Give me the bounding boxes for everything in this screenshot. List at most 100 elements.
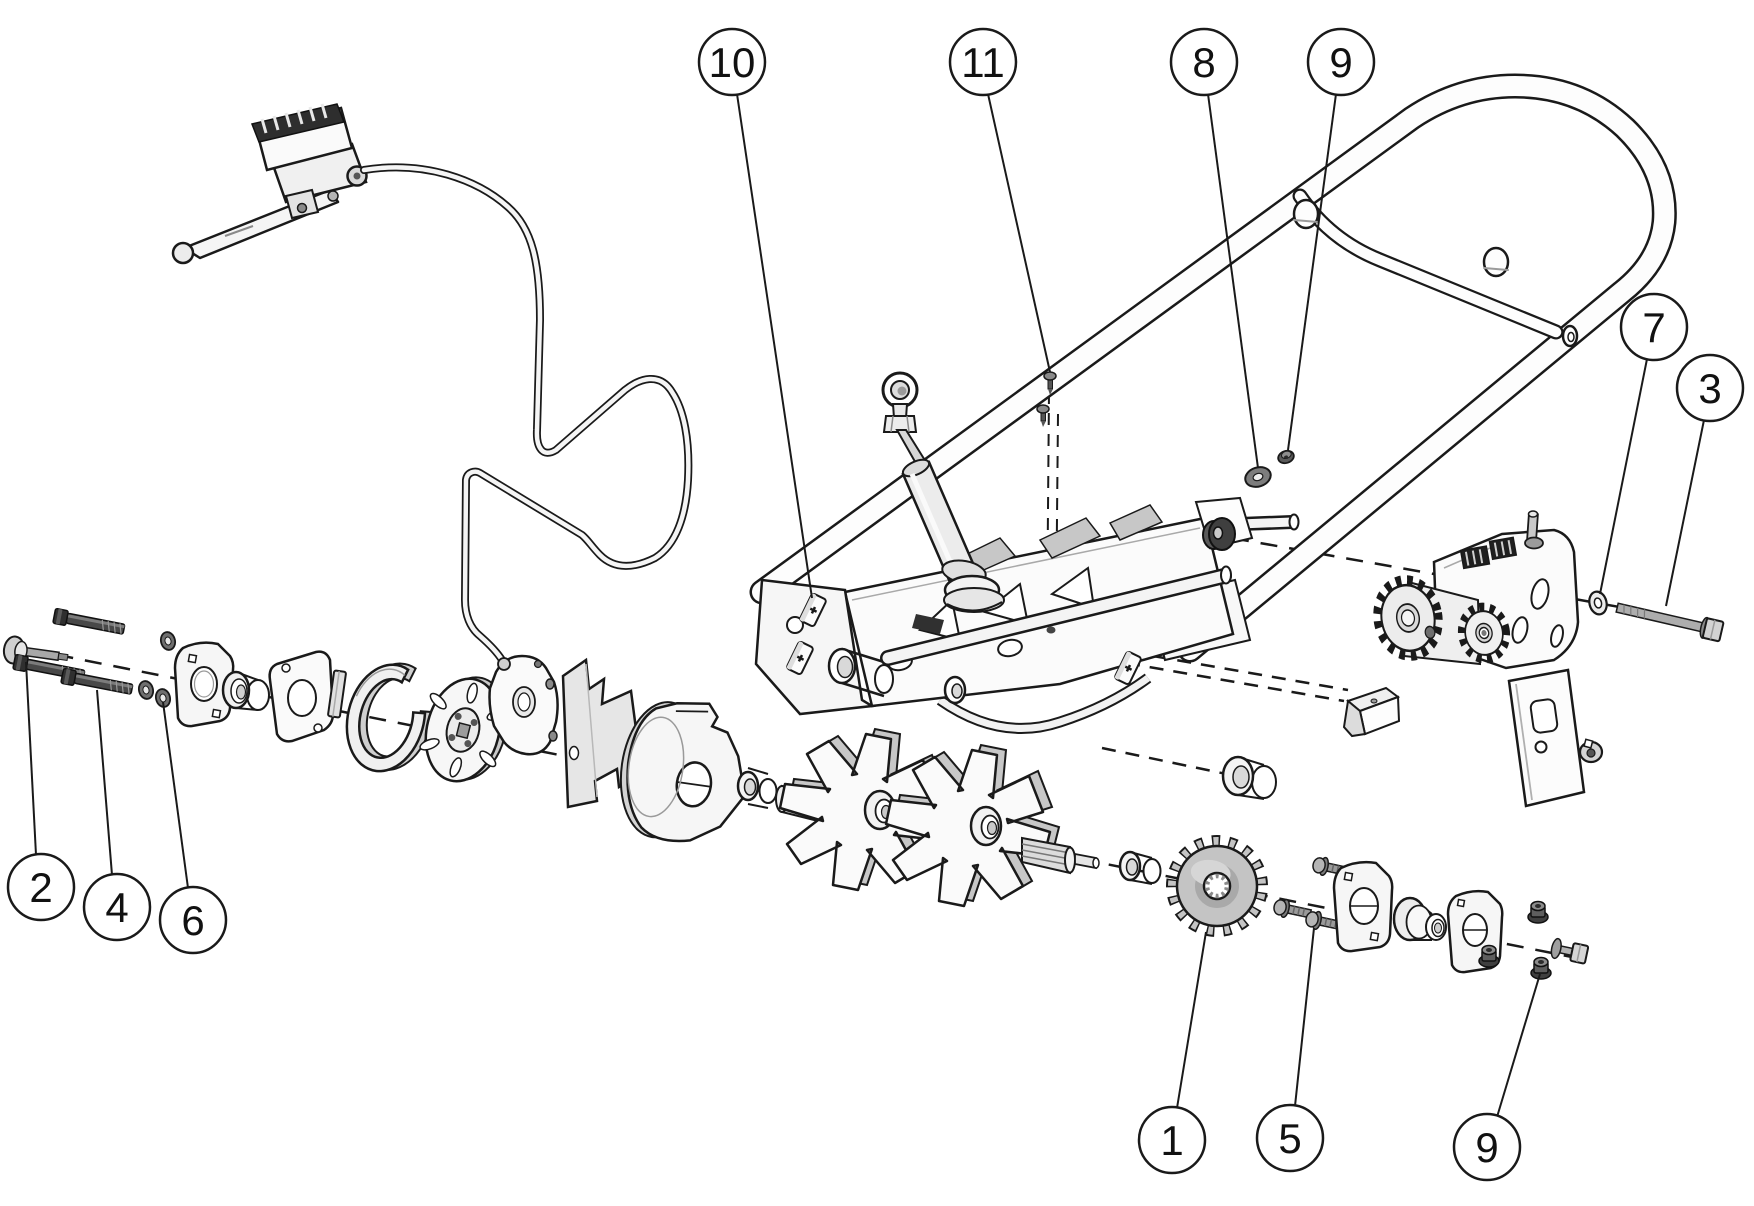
mounting-clips — [786, 593, 1142, 685]
callout-8: 8 — [1169, 27, 1259, 469]
subframe-gusset-2 — [1038, 517, 1102, 559]
callout-number: 7 — [1642, 304, 1665, 351]
caliper-pin-2 — [548, 730, 558, 742]
callout-leader — [162, 701, 189, 889]
subframe-pivot-lug — [943, 675, 967, 705]
callout-circle — [1255, 1103, 1325, 1173]
rubber-bumper — [1202, 517, 1236, 551]
right-axle-parts — [1118, 755, 1590, 980]
wedge-axis-a — [1129, 650, 1349, 692]
brake-lever-assembly — [171, 103, 368, 265]
clamp-bolt — [296, 202, 308, 214]
brake-hose — [360, 163, 693, 664]
left-axle-parts — [2, 607, 778, 843]
bleed-screw — [533, 659, 543, 669]
bearing-left — [221, 670, 270, 711]
callout-circle — [697, 27, 767, 97]
callout-circle — [1169, 27, 1239, 97]
lever-ball-end — [171, 241, 195, 265]
spacer-bushing — [1221, 755, 1277, 800]
callout-11: 11 — [948, 27, 1051, 373]
lever-pivot-bolt — [327, 190, 339, 202]
frame-grommet — [1561, 324, 1579, 348]
screw-pilot-hole — [1046, 626, 1056, 634]
callout-10: 10 — [697, 27, 813, 599]
flange-plate-left — [173, 641, 235, 728]
jackshaft-bolt — [1615, 602, 1725, 643]
wedge-spacer — [1342, 686, 1401, 738]
subframe-gusset-3 — [1108, 504, 1164, 541]
callout-6: 6 — [158, 701, 228, 955]
callout-number: 1 — [1160, 1117, 1183, 1164]
callout-3: 3 — [1665, 353, 1745, 607]
callout-leader — [96, 689, 113, 876]
callout-circle — [1452, 1112, 1522, 1182]
callout-leader — [1496, 973, 1541, 1118]
flat-washer-3 — [154, 688, 172, 708]
brake-rotor — [419, 676, 508, 783]
callout-number: 6 — [181, 897, 204, 944]
callout-leader — [1599, 358, 1648, 595]
spline-right — [1021, 836, 1100, 875]
callout-circle — [1675, 353, 1745, 423]
hex-bolt-3 — [60, 667, 134, 695]
frame-fasteners — [1244, 449, 1295, 488]
callout-leader — [1207, 93, 1259, 469]
callout-number: 5 — [1278, 1115, 1301, 1162]
callout-9-top: 9 — [1287, 27, 1376, 451]
dust-cover-plate — [1507, 668, 1586, 808]
handlebar-frame — [749, 73, 1677, 663]
callout-leader — [987, 93, 1051, 373]
callout-number: 2 — [29, 864, 52, 911]
callout-circle — [948, 27, 1018, 97]
callout-number: 10 — [709, 39, 756, 86]
bushing-right — [1118, 850, 1162, 885]
callout-circle — [1619, 292, 1689, 362]
caliper-pin-1 — [545, 678, 555, 690]
frame-washer — [1244, 466, 1272, 488]
keyed-lock-nut — [1578, 738, 1604, 764]
callout-1: 1 — [1137, 931, 1207, 1175]
jackshaft-assembly — [1342, 510, 1725, 808]
frame-flange-nut — [1277, 449, 1295, 465]
flat-washer-2 — [137, 680, 155, 700]
drive-key — [327, 669, 347, 719]
reservoir-grille — [250, 103, 346, 143]
callout-number: 11 — [961, 39, 1005, 86]
tine-shaft-assembly — [775, 728, 1100, 908]
callout-9-bottom: 9 — [1452, 973, 1541, 1182]
callout-circle — [1306, 27, 1376, 97]
clip-2 — [786, 641, 814, 675]
callout-leader — [1294, 927, 1315, 1107]
drive-sprocket — [1166, 835, 1268, 937]
callout-leader — [1665, 419, 1705, 607]
callout-leader — [25, 661, 37, 856]
callout-number: 9 — [1329, 39, 1352, 86]
drum-housing — [619, 701, 747, 843]
callout-leader — [1176, 931, 1207, 1109]
banjo-bolt — [497, 657, 511, 671]
callout-circle — [82, 872, 152, 942]
shock-absorber — [881, 371, 1005, 613]
bushing-axis — [1101, 746, 1237, 778]
clip-3 — [1114, 651, 1142, 685]
callout-leader — [1287, 93, 1337, 451]
callout-circle — [6, 852, 76, 922]
brake-shoes — [345, 662, 434, 773]
jackshaft-washer — [1588, 590, 1608, 616]
hex-bolt-1 — [52, 607, 126, 635]
callout-5: 5 — [1255, 927, 1325, 1173]
subframe-pivot-tube — [827, 647, 894, 698]
callout-number: 9 — [1475, 1124, 1498, 1171]
callout-2: 2 — [6, 661, 76, 922]
callout-circle — [1137, 1105, 1207, 1175]
flange-nut-2 — [1478, 944, 1500, 968]
screw-2 — [1036, 404, 1050, 427]
bushing-left — [736, 767, 778, 809]
callouts: 10 11 8 9 7 3 2 — [6, 27, 1745, 1182]
caliper-bracket — [268, 650, 335, 743]
flange-nut-1 — [1527, 900, 1549, 924]
cable-guide-tab-1 — [1292, 198, 1320, 230]
callout-4: 4 — [82, 689, 152, 942]
wedge-axis-b — [1125, 661, 1345, 703]
